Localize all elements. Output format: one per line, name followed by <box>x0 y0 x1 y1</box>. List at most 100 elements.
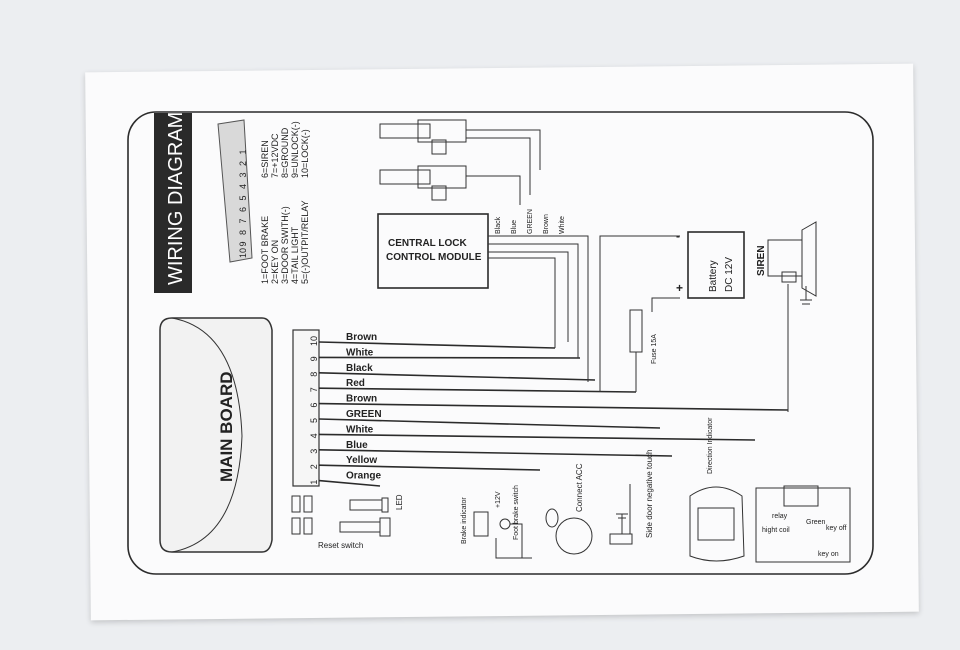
pin-number: 8 <box>238 230 248 235</box>
relay-box <box>755 487 851 563</box>
diagram-title: WIRING DIAGRAM <box>165 112 187 285</box>
central-lock-module <box>377 213 489 289</box>
pin-number: 3 <box>238 172 248 177</box>
actuator-wires <box>466 129 541 205</box>
relay-key-off: key off <box>826 525 847 532</box>
wire-label: Brown <box>346 332 377 343</box>
connect-acc-label: Connect ACC <box>575 463 584 512</box>
wire-label: GREEN <box>346 409 382 420</box>
central-lock-wire: White <box>559 216 566 234</box>
brake-switch-contact <box>499 518 511 530</box>
relay <box>783 485 819 507</box>
wire-line <box>318 464 541 471</box>
brake-indicator-label: Brake indicator <box>461 497 468 544</box>
connector-pin: 3 <box>309 449 319 454</box>
wire-label: Orange <box>346 471 381 482</box>
relay-key-on: key on <box>818 551 839 558</box>
connector-pin: 5 <box>309 418 319 423</box>
car-drawing <box>689 486 745 562</box>
wire-label: Blue <box>346 440 368 451</box>
battery-label1: Battery <box>708 260 719 292</box>
module-wire-runs <box>488 235 589 382</box>
connector-pin: 9 <box>309 356 319 361</box>
legend-entry: 2=KEY ON <box>270 240 280 284</box>
lock-actuator-top <box>379 119 467 155</box>
pin-numbers: 10 9 8 7 6 5 4 3 2 1 <box>238 149 248 258</box>
wire-label: Black <box>346 363 373 374</box>
pin-number: 4 <box>238 184 248 189</box>
pin-number: 9 <box>238 241 248 246</box>
relay-green: Green <box>806 519 826 526</box>
relay-label: relay <box>772 513 788 520</box>
central-lock-wire: Brown <box>543 214 550 234</box>
legend-entry: 3=DOOR SWITH(-) <box>280 206 290 284</box>
relay-hight-coil: hight coil <box>762 527 790 534</box>
pin-number: 7 <box>238 218 248 223</box>
legend-entry: 9=UNLOCK(-) <box>290 121 300 178</box>
fuse-label: Fuse 15A <box>651 334 658 364</box>
brake-switch <box>473 511 489 537</box>
wire-line <box>318 449 673 457</box>
legend-entry: 1=FOOT BRAKE <box>260 216 270 284</box>
door-switch <box>609 533 633 545</box>
led-label: LED <box>395 494 404 510</box>
wire-label: White <box>346 424 374 435</box>
wire-line <box>318 372 596 381</box>
central-lock-wire: Blue <box>511 220 518 234</box>
siren-ground <box>800 286 812 305</box>
brake-plus12-label: +12V <box>495 491 502 508</box>
legend-entry: 5=(-)OUTPIT/RELAY <box>300 200 310 284</box>
ignition-key <box>555 517 593 555</box>
siren <box>767 221 817 297</box>
central-lock-line2: CONTROL MODULE <box>386 252 482 263</box>
central-lock-wire: Black <box>495 216 502 234</box>
title-block <box>154 113 192 293</box>
central-lock-line1: CENTRAL LOCK <box>388 238 467 249</box>
pin-number: 6 <box>238 207 248 212</box>
wire-label: Yellow <box>346 455 377 466</box>
legend-entry: 4=TAIL LIGHT <box>290 226 300 284</box>
reset-switch-label: Reset switch <box>318 541 363 550</box>
pin-number: 1 <box>238 149 248 154</box>
connector-pin: 2 <box>309 464 319 469</box>
wire-lines: BrownWhiteBlackRedBrownGREENWhiteBlueYel… <box>318 332 789 487</box>
wire-line <box>318 433 756 441</box>
battery-wires <box>599 235 680 392</box>
brake-switch-label: Foot brake switch <box>513 485 520 540</box>
wire-line <box>318 402 789 411</box>
connector-pin: 6 <box>309 403 319 408</box>
pin-number: 2 <box>238 161 248 166</box>
pin-number: 5 <box>238 195 248 200</box>
main-board-shape <box>159 317 273 553</box>
central-lock-wire-labels: Black Blue GREEN Brown White <box>495 209 566 234</box>
legend-entry: 8=GROUND <box>280 127 290 178</box>
wire-line <box>318 387 637 393</box>
battery <box>687 231 745 299</box>
connector-pin: 7 <box>309 387 319 392</box>
wire-label: Red <box>346 378 365 389</box>
diagram-frame <box>127 111 874 575</box>
pin-number: 10 <box>238 248 248 258</box>
reset-switch <box>291 517 391 537</box>
connector-pin: 1 <box>309 480 319 485</box>
direction-indicator-label: Direction Indicator <box>707 417 714 474</box>
side-door-label: Side door negative touch <box>645 449 654 538</box>
lock-actuator-bottom <box>379 165 467 201</box>
wire-line <box>318 479 381 487</box>
connector-pin: 10 <box>309 336 319 346</box>
main-board-label: MAIN BOARD <box>217 372 236 483</box>
connector-pin: 4 <box>309 433 319 438</box>
brake-wires <box>495 523 532 559</box>
legend-entry: 10=LOCK(-) <box>300 129 310 178</box>
battery-plus: + <box>676 281 683 295</box>
wire-line <box>318 418 661 429</box>
central-lock-wire: GREEN <box>527 209 534 234</box>
key-head <box>545 508 559 528</box>
wire-label: White <box>346 347 374 358</box>
main-board-curve <box>171 317 243 553</box>
legend-entry: 7=+12VDC <box>270 133 280 178</box>
fuse <box>629 309 643 353</box>
